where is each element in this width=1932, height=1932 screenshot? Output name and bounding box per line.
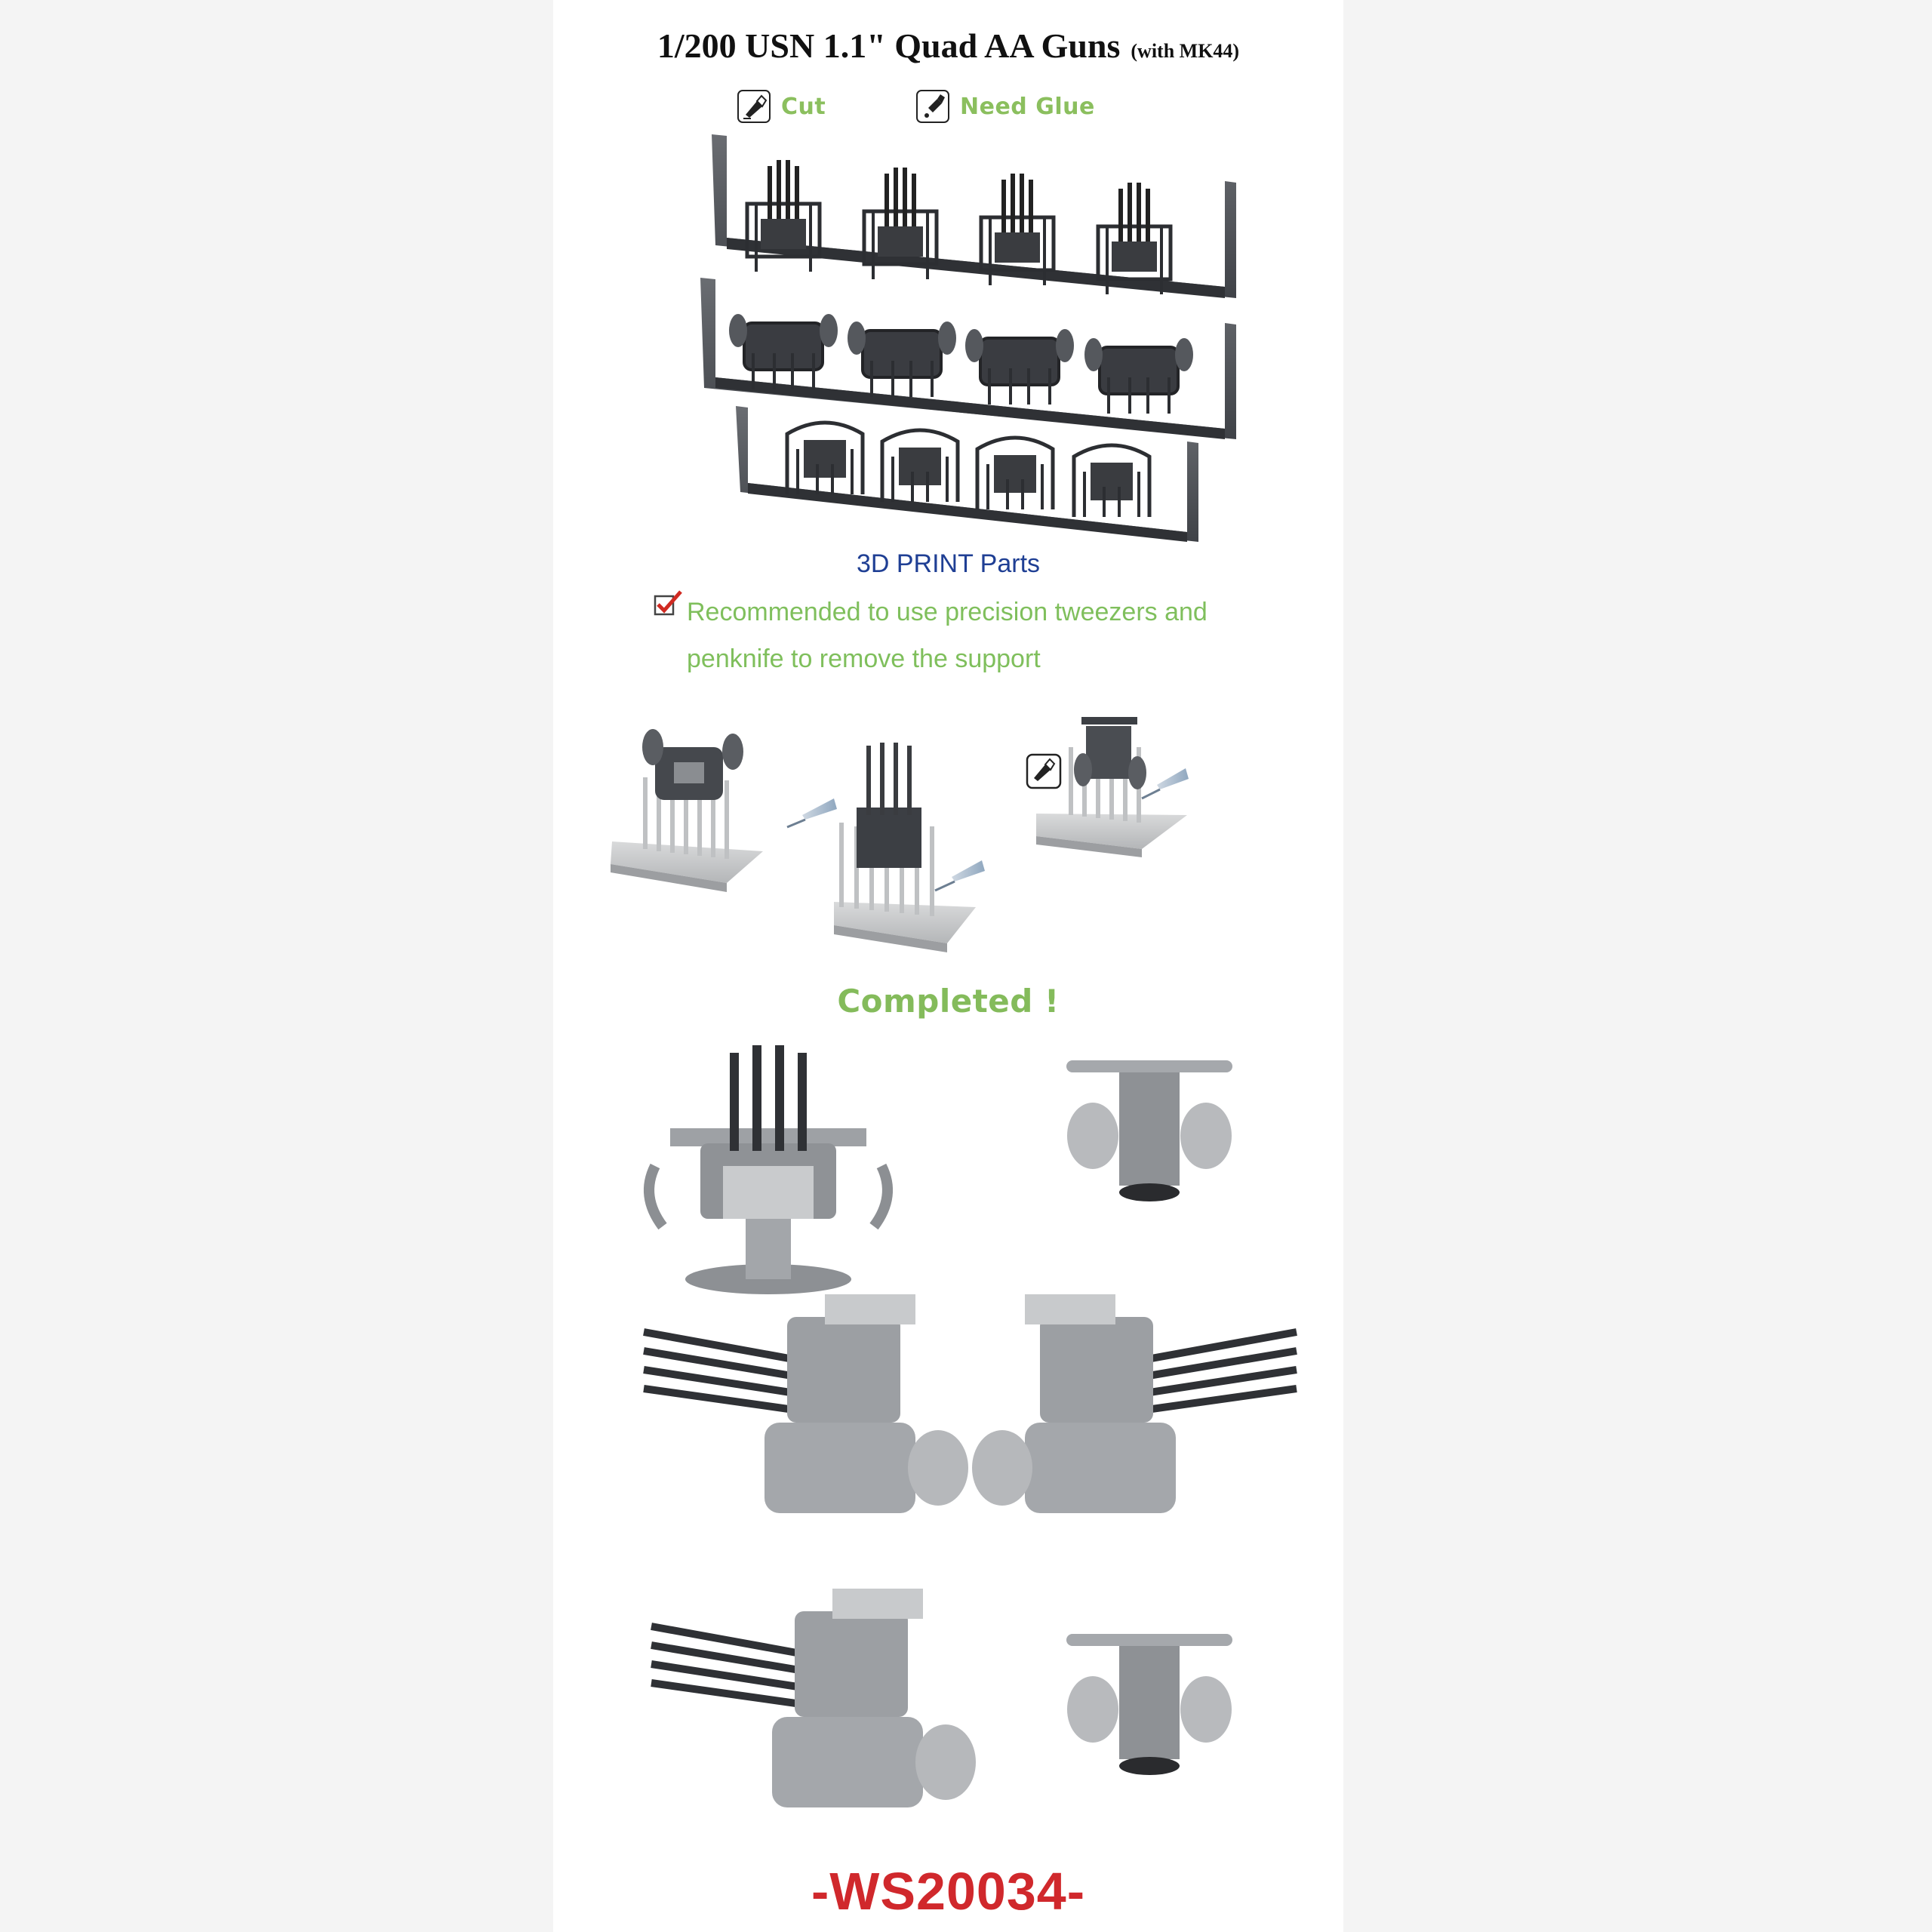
product-code: -WS20034- xyxy=(811,1862,1086,1921)
note-line-2: penknife to remove the support xyxy=(687,645,1041,673)
title-sub: (with MK44) xyxy=(1131,40,1240,62)
legend-cut-label: Cut xyxy=(781,93,826,120)
legend-cut: Cut xyxy=(737,88,826,125)
page-title: 1/200 USN 1.1" Quad AA Guns (with MK44) xyxy=(553,26,1343,66)
knife-icon xyxy=(737,90,771,123)
product-sheet: 1/200 USN 1.1" Quad AA Guns (with MK44) C… xyxy=(553,0,1343,1932)
knife-icon xyxy=(1026,753,1062,789)
title-main: 1/200 USN 1.1" Quad AA Guns xyxy=(657,26,1121,65)
3d-print-parts-label: 3D PRINT Parts xyxy=(856,549,1041,578)
completed-label: Completed ! xyxy=(837,983,1060,1020)
resin-trays-image xyxy=(700,134,1236,542)
legend-need-glue: Need Glue xyxy=(916,88,1095,125)
checkbox-checked-icon xyxy=(654,590,682,616)
legend-need-glue-label: Need Glue xyxy=(960,93,1095,120)
note-line-1: Recommended to use precision tweezers an… xyxy=(687,598,1208,626)
parts-with-supports-image xyxy=(611,717,1189,952)
completed-renders-image xyxy=(553,1015,1343,1830)
glue-bottle-icon xyxy=(916,90,949,123)
